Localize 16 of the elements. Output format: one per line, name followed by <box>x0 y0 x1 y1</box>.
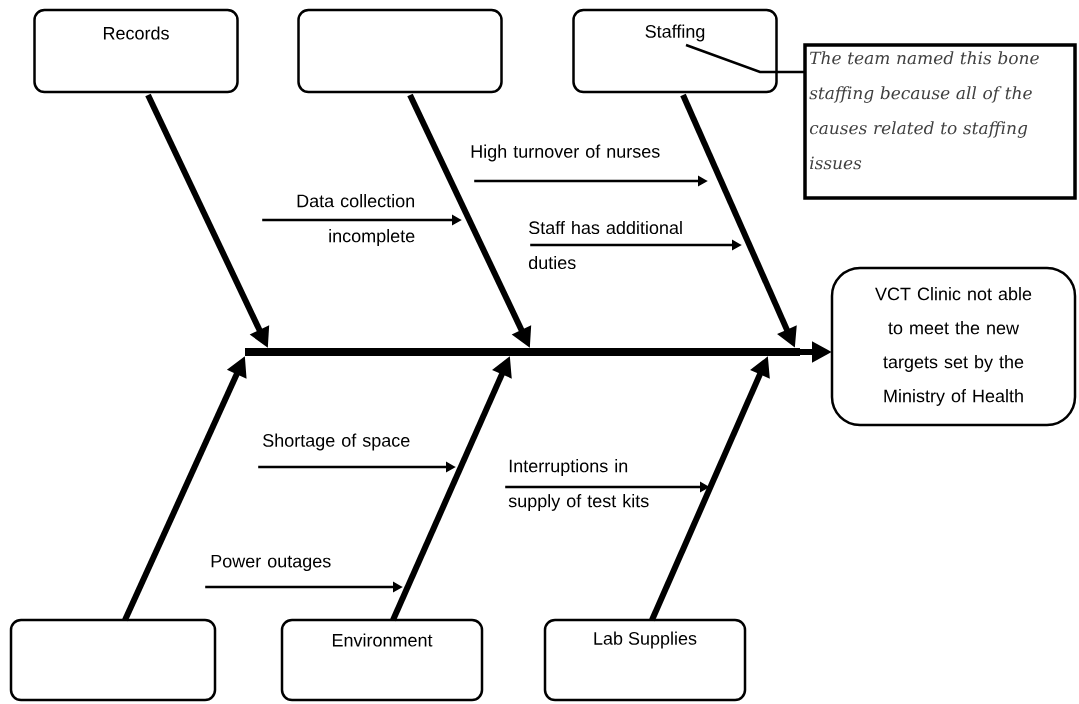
cause-text: High turnover of nurses <box>471 144 660 162</box>
category-box: Lab Supplies <box>543 618 747 702</box>
cause-text: Interruptions in supply of test kits <box>508 459 649 511</box>
category-box <box>297 8 503 94</box>
category-box <box>9 618 217 702</box>
note-box: The team named this bone staffing because all of the causes related to staffing issues <box>803 43 1077 200</box>
problem-box: VCT Clinic not able to meet the new targets set by the Ministry of Health <box>830 266 1077 427</box>
cause-text: Staff has additional duties <box>528 220 682 270</box>
category-box: Staffing <box>572 8 778 94</box>
cause-text: Power outages <box>211 554 331 572</box>
cause-text: Shortage of space <box>263 433 410 451</box>
leader-line <box>685 43 805 74</box>
category-box: Records <box>33 8 239 94</box>
category-box: Environment <box>280 618 484 702</box>
spine-bar <box>245 348 800 356</box>
cause-text: Data collection incomplete <box>297 194 415 246</box>
